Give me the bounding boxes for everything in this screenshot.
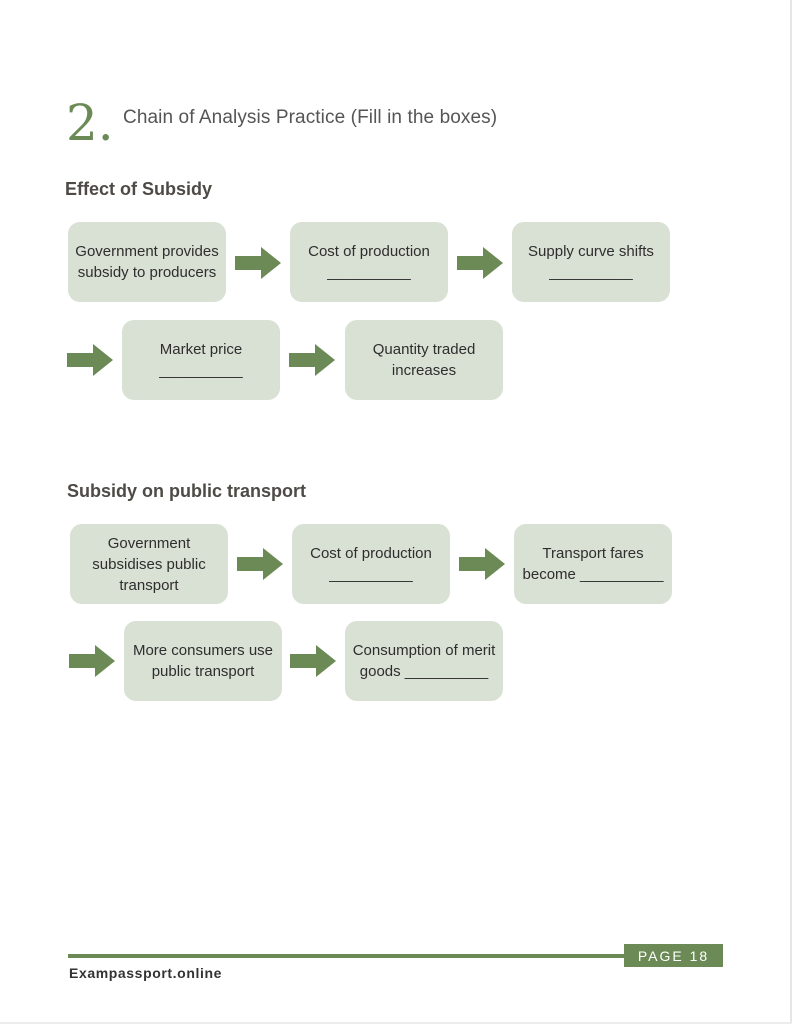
arrow-right-icon xyxy=(290,645,336,677)
page-number-badge: PAGE 18 xyxy=(624,944,723,967)
chain-1-box-4[interactable]: Market price __________ xyxy=(122,320,280,400)
chain-2-box-2[interactable]: Cost of production __________ xyxy=(292,524,450,604)
page-edge-bottom xyxy=(0,1022,792,1024)
arrow-right-icon xyxy=(67,344,113,376)
arrow-right-icon xyxy=(69,645,115,677)
chain-1-heading: Effect of Subsidy xyxy=(65,179,213,199)
footer-site-name: Exampassport.online xyxy=(69,965,222,981)
footer-divider xyxy=(68,954,628,958)
chain-2-box-4: More consumers use public transport xyxy=(124,621,282,701)
arrow-right-icon xyxy=(289,344,335,376)
chain-2-heading: Subsidy on public transport xyxy=(67,481,307,501)
arrow-right-icon xyxy=(237,548,283,580)
chain-2-box-3[interactable]: Transport fares become __________ xyxy=(514,524,672,604)
section-title: Chain of Analysis Practice (Fill in the … xyxy=(123,107,498,128)
arrow-right-icon xyxy=(235,247,281,279)
chain-1-box-1: Government provides subsidy to producers xyxy=(68,222,226,302)
chain-1-box-2[interactable]: Cost of production __________ xyxy=(290,222,448,302)
arrow-right-icon xyxy=(459,548,505,580)
chain-2-box-5[interactable]: Consumption of merit goods __________ xyxy=(345,621,503,701)
page-edge xyxy=(790,0,792,1024)
section-number: 2. xyxy=(66,94,114,152)
chain-1-box-5: Quantity traded increases xyxy=(345,320,503,400)
arrow-right-icon xyxy=(457,247,503,279)
chain-2-box-1: Government subsidises public transport xyxy=(70,524,228,604)
chain-1-box-3[interactable]: Supply curve shifts __________ xyxy=(512,222,670,302)
